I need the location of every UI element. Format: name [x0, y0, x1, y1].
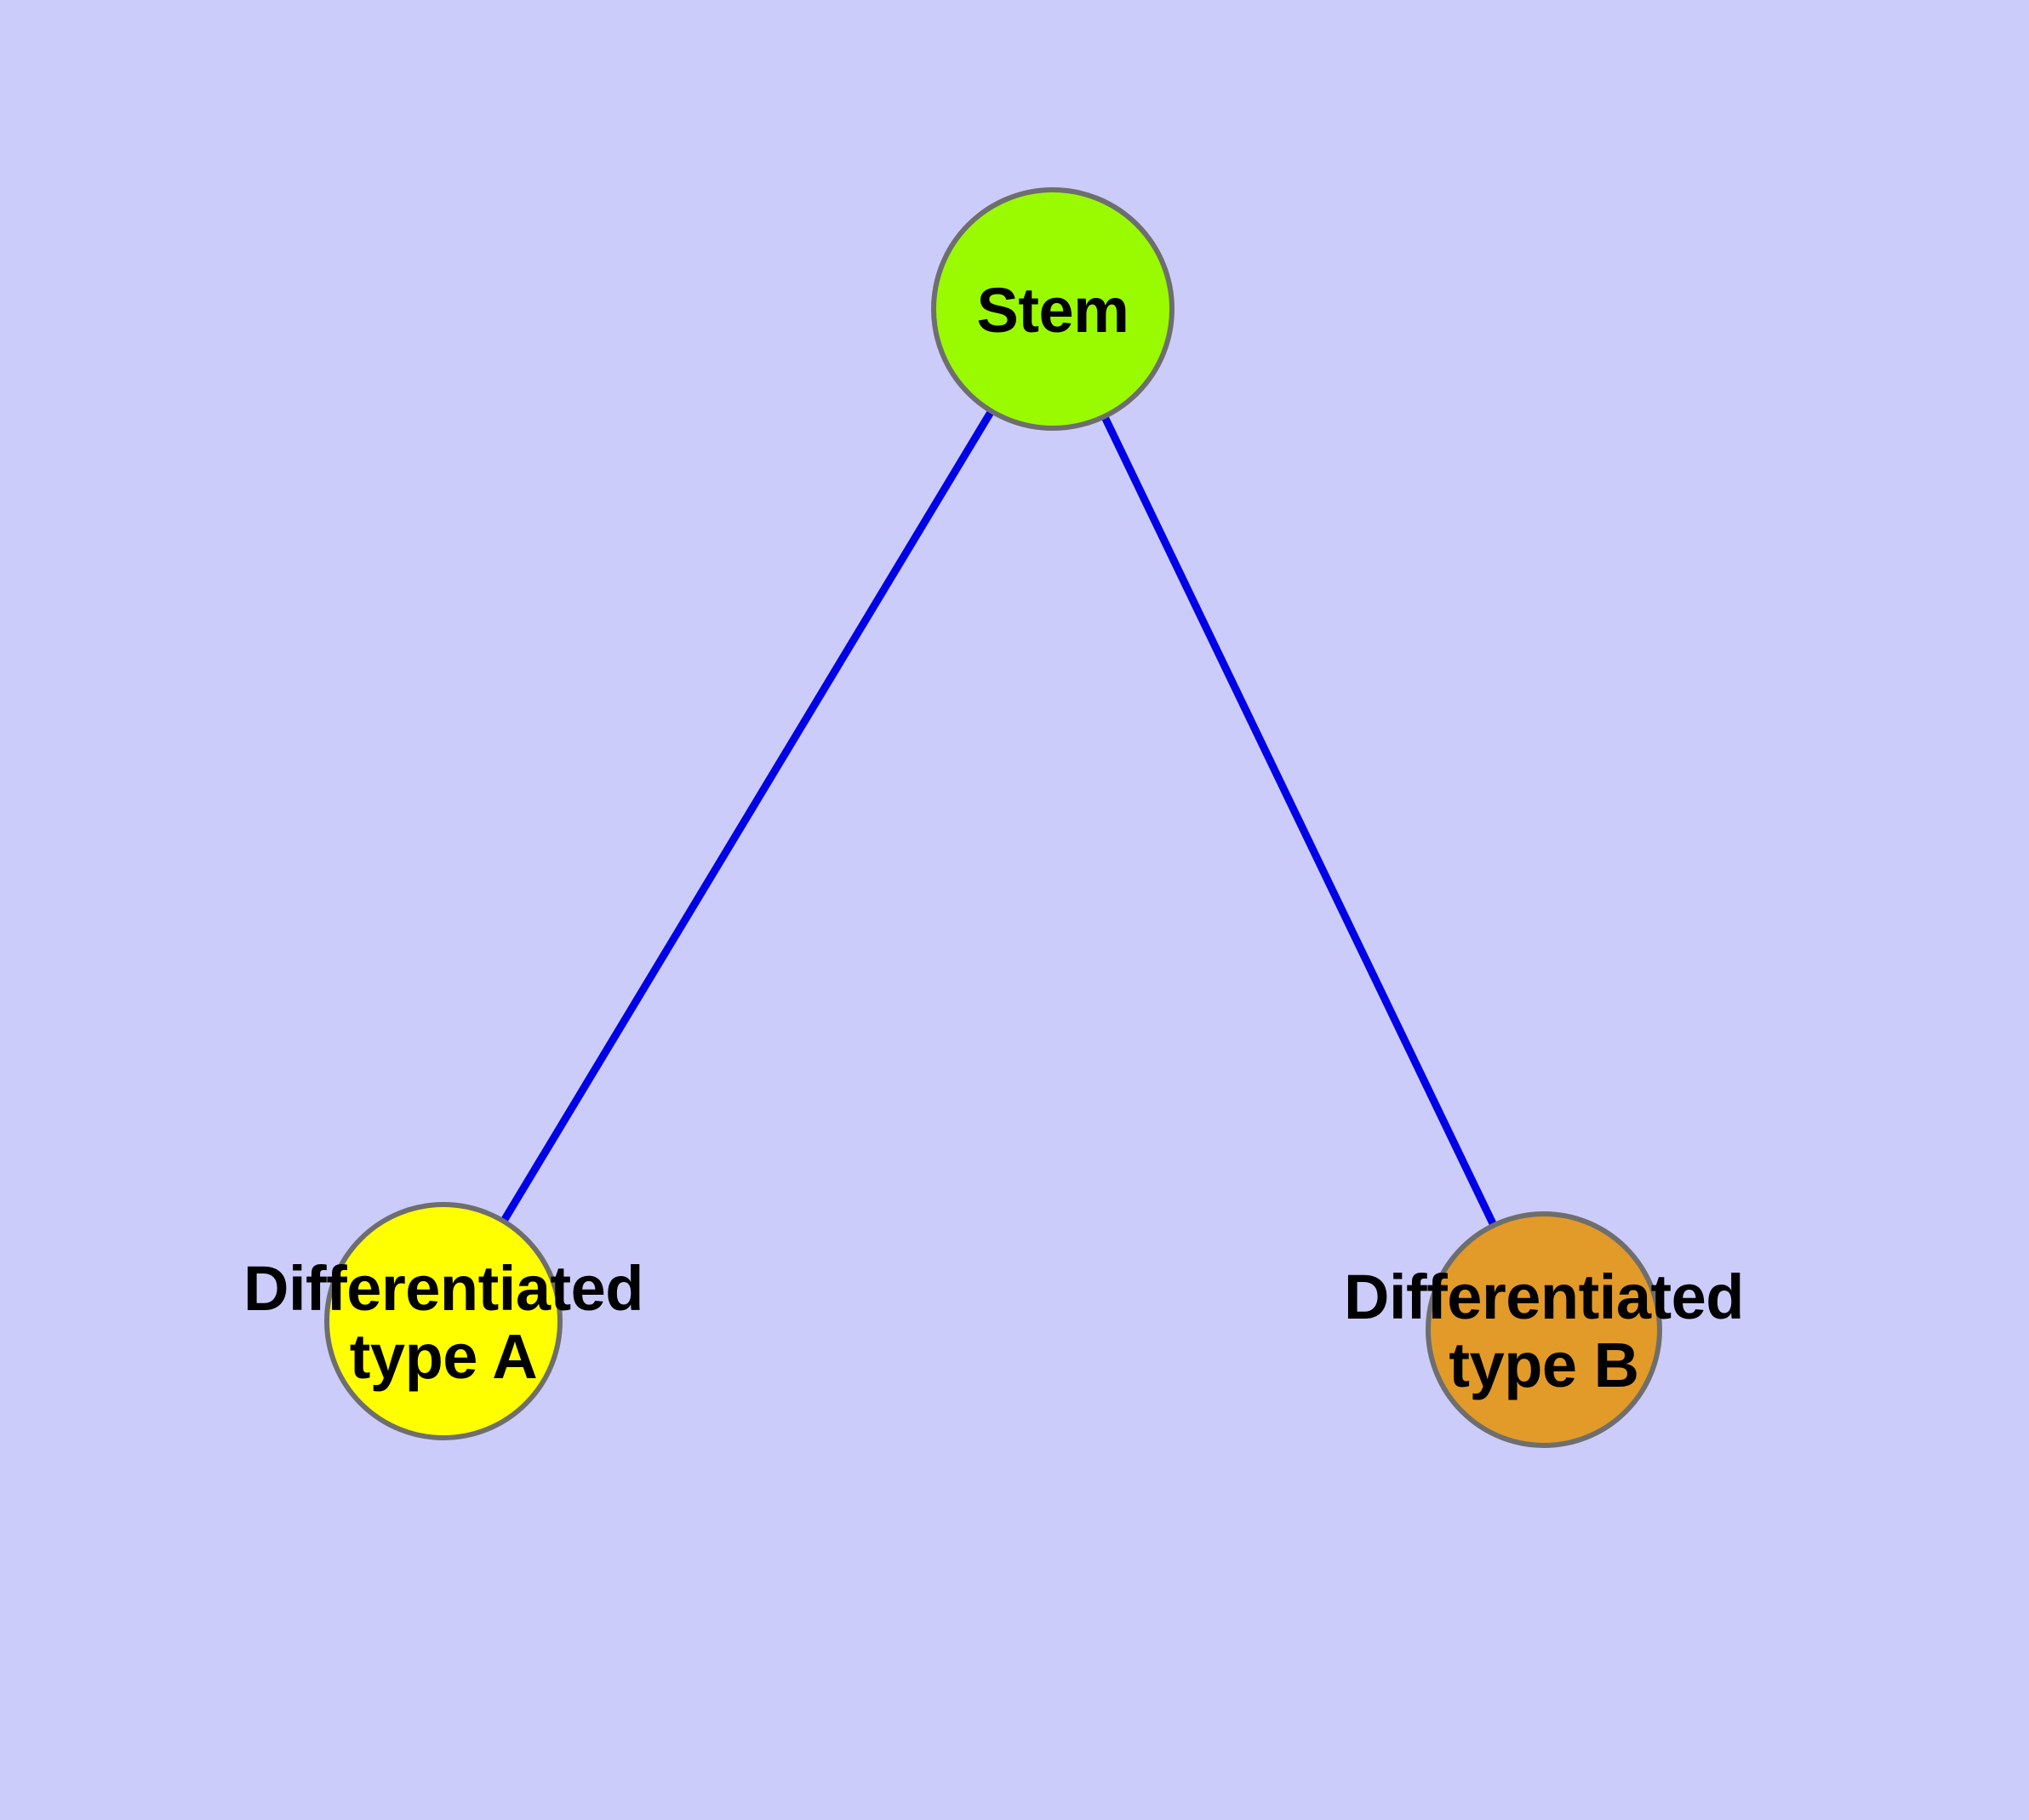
node-differentiated-type-b[interactable]: [1426, 1211, 1662, 1448]
edge-stem-to-diff-a[interactable]: [440, 306, 1056, 1324]
node-differentiated-type-a[interactable]: [324, 1202, 563, 1440]
node-stem[interactable]: [931, 187, 1175, 431]
edge-stem-to-diff-b[interactable]: [1049, 307, 1548, 1331]
